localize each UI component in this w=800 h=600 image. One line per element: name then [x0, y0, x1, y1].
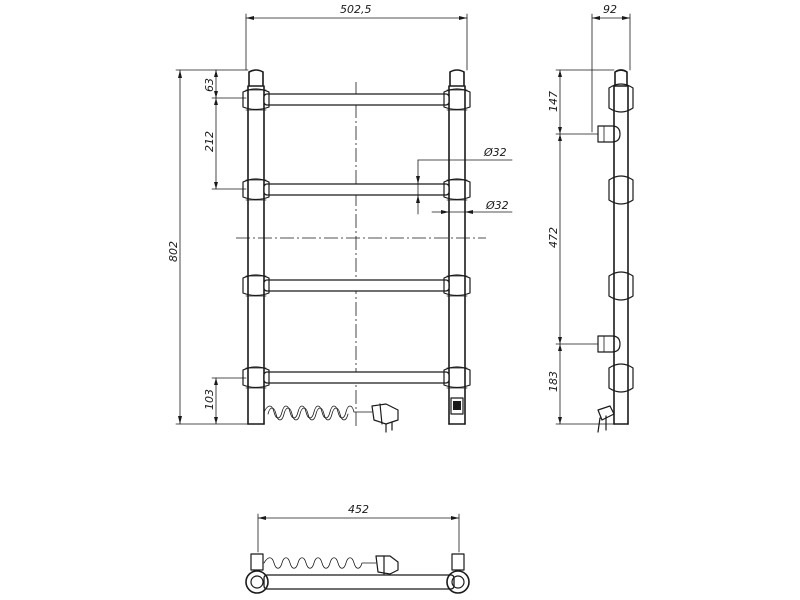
dim-bar-spacing-label: 212 [203, 131, 216, 152]
dim-top-offset-label: 63 [203, 78, 216, 92]
dim-overall-width-label: 502,5 [340, 3, 372, 16]
left-vertical-pipe [247, 69, 265, 425]
wall-mount-bottom [597, 335, 621, 353]
power-plug [371, 403, 399, 433]
dim-overall-width: 502,5 [245, 3, 468, 71]
dim-rail-diameter-label: Ø32 [483, 146, 507, 159]
side-dims: 147 472 183 [547, 69, 615, 425]
rail-third [242, 274, 471, 297]
bottom-plug [375, 555, 399, 575]
dim-bottom-offset-label: 103 [203, 389, 216, 410]
rail-top [242, 88, 471, 111]
bottom-view: 452 [245, 503, 470, 594]
dim-top-to-mount-label: 147 [547, 91, 560, 112]
bottom-right-post [451, 553, 465, 571]
control-box [450, 397, 464, 415]
rail-bottom [242, 366, 471, 389]
front-view: 502,5 802 63 212 [167, 3, 513, 433]
coiled-power-cord [263, 405, 373, 421]
dim-depth-label: 92 [603, 3, 617, 16]
dim-mount-spacing-label: 472 [547, 227, 560, 248]
bottom-left-end [245, 570, 269, 594]
bottom-right-end [446, 570, 470, 594]
side-collar-1 [608, 83, 634, 113]
side-collar-4 [608, 363, 634, 393]
bottom-left-post [250, 553, 264, 571]
dim-depth: 92 [591, 3, 631, 133]
dim-pipe-diameter-label: Ø32 [485, 199, 509, 212]
bottom-rail [263, 574, 455, 590]
dim-overall-height-label: 802 [167, 241, 180, 262]
dim-bottom-to-mount-label: 183 [547, 371, 560, 392]
side-collar-3 [608, 271, 634, 301]
bottom-coiled-cord [263, 557, 377, 569]
wall-mount-top [597, 125, 621, 143]
side-plug [597, 405, 615, 433]
control-box-indicator [453, 401, 461, 410]
right-vertical-pipe [448, 69, 466, 425]
dim-bottom-offset: 103 [203, 377, 247, 425]
dim-center-distance: 452 [257, 503, 460, 553]
side-collar-2 [608, 175, 634, 205]
dim-center-distance-label: 452 [348, 503, 369, 516]
rail-second [242, 178, 471, 201]
dim-overall-height: 802 [167, 69, 249, 425]
side-view: 92 147 472 183 [547, 3, 634, 433]
dim-top-offset: 63 [203, 69, 247, 99]
dim-bar-spacing: 212 [203, 97, 247, 190]
dim-rail-diameter: Ø32 [416, 146, 513, 215]
dim-pipe-diameter: Ø32 [431, 199, 513, 214]
